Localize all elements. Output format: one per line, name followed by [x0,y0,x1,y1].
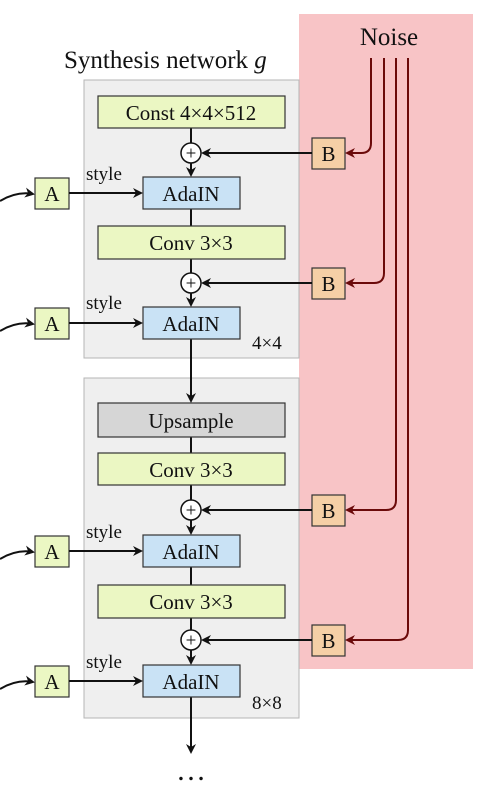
b-box [311,137,346,170]
a-label: A [44,540,60,564]
style-input-curve [0,187,35,202]
const-box [97,95,286,129]
conv-label: Conv 3×3 [149,590,233,614]
adain-box [142,306,241,340]
plus-symbol: + [186,631,197,652]
adain-box [142,176,241,210]
a-box [34,665,70,698]
b-label: B [321,142,335,166]
b-label: B [321,272,335,296]
noise-label: Noise [360,24,418,51]
style-label: style [86,293,122,314]
plus-symbol: + [186,274,197,295]
adain-label: AdaIN [162,182,219,206]
conv-box [97,584,286,619]
noise-line-3 [345,58,397,515]
b-label: B [321,499,335,523]
conv-label: Conv 3×3 [149,458,233,482]
upsample-label: Upsample [148,409,233,433]
b-label: B [321,629,335,653]
adain-label: AdaIN [162,540,219,564]
a-box [34,307,70,340]
style-input-curve [0,317,35,332]
noise-line-2 [345,58,385,288]
a-label: A [44,312,60,336]
const-label: Const 4×4×512 [126,101,256,125]
plus-symbol: + [186,501,197,522]
noise-region [299,14,473,669]
style-label: style [86,652,122,673]
a-box [34,535,70,568]
a-label: A [44,670,60,694]
noise-line-1 [345,58,372,158]
block2-resolution: 8×8 [252,693,282,714]
style-input-curve [0,675,35,690]
title: Synthesis network g [64,47,267,74]
style-label: style [86,522,122,543]
a-label: A [44,182,60,206]
style-input-curve [0,545,35,560]
ellipsis: … [176,754,206,787]
upsample-box [97,402,286,438]
conv-box [97,452,286,486]
a-box [34,177,70,210]
adain-label: AdaIN [162,670,219,694]
adain-box [142,534,241,568]
adain-box [142,664,241,698]
conv-label: Conv 3×3 [149,231,233,255]
noise-line-4 [345,58,409,645]
style-label: style [86,164,122,185]
block1-resolution: 4×4 [252,333,282,354]
plus-symbol: + [186,144,197,165]
conv-box [97,225,286,260]
adain-label: AdaIN [162,312,219,336]
